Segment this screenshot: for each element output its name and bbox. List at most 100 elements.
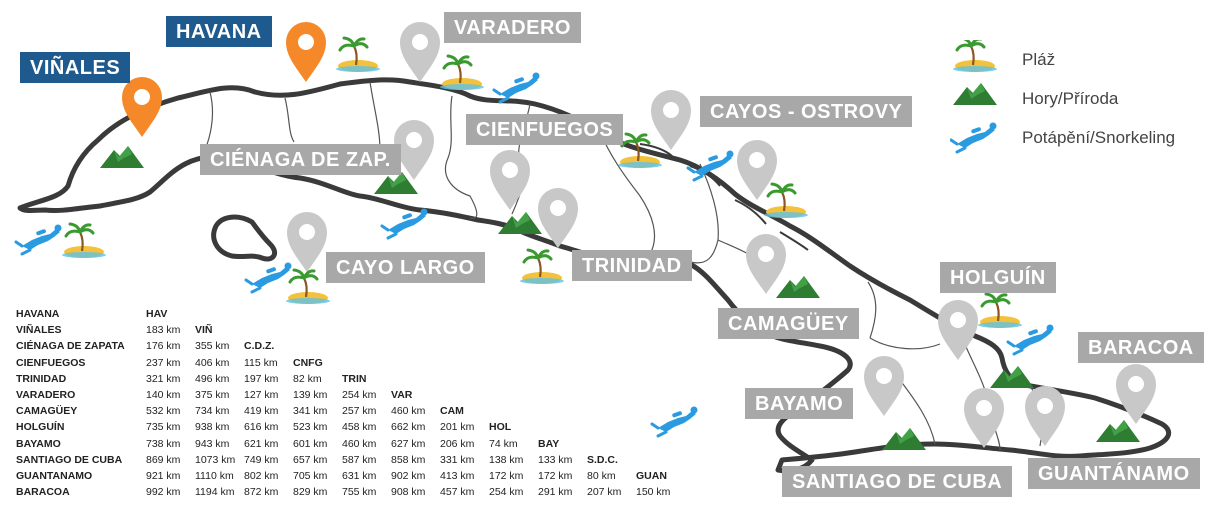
legend-item-beach: Pláž bbox=[950, 40, 1220, 79]
mountain-icon bbox=[990, 366, 1034, 388]
distance-cell: 992 km bbox=[146, 486, 181, 499]
distance-abbr: S.D.C. bbox=[587, 453, 618, 466]
distance-row-city: BARACOA bbox=[16, 486, 70, 499]
pin-vinales[interactable] bbox=[122, 77, 162, 137]
distance-abbr: CAM bbox=[440, 405, 464, 418]
pin-camaguey[interactable] bbox=[746, 234, 786, 294]
distance-cell: 172 km bbox=[489, 469, 524, 482]
beach-icon bbox=[976, 292, 1024, 330]
distance-cell: 460 km bbox=[342, 437, 377, 450]
city-label-cienfuegos[interactable]: CIENFUEGOS bbox=[466, 114, 624, 145]
mountain-icon bbox=[953, 83, 997, 105]
city-label-bayamo[interactable]: BAYAMO bbox=[745, 388, 854, 419]
distance-cell: 601 km bbox=[293, 437, 328, 450]
distance-cell: 413 km bbox=[440, 469, 475, 482]
distance-cell: 419 km bbox=[244, 405, 279, 418]
city-label-vinales[interactable]: VIÑALES bbox=[20, 52, 131, 83]
distance-cell: 201 km bbox=[440, 421, 475, 434]
city-label-camaguey[interactable]: CAMAGÜEY bbox=[718, 308, 859, 339]
diver-icon bbox=[492, 71, 541, 104]
beach-icon bbox=[518, 248, 566, 286]
pin-bayamo[interactable] bbox=[864, 356, 904, 416]
distance-cell: 738 km bbox=[146, 437, 181, 450]
distance-cell: 291 km bbox=[538, 486, 573, 499]
distance-cell: 206 km bbox=[440, 437, 475, 450]
distance-row-city: HAVANA bbox=[16, 308, 60, 321]
mountain-icon bbox=[100, 146, 144, 168]
city-label-guantanamo[interactable]: GUANTÁNAMO bbox=[1028, 458, 1200, 489]
isla-juventud-outline bbox=[211, 214, 277, 262]
pin-havana[interactable] bbox=[286, 22, 326, 82]
distance-row-city: TRINIDAD bbox=[16, 372, 67, 385]
distance-cell: 1110 km bbox=[195, 469, 234, 482]
distance-cell: 257 km bbox=[342, 405, 377, 418]
distance-cell: 1073 km bbox=[195, 453, 236, 466]
distance-cell: 496 km bbox=[195, 372, 230, 385]
distance-cell: 662 km bbox=[391, 421, 426, 434]
city-label-holguin[interactable]: HOLGUÍN bbox=[940, 262, 1056, 293]
pin-guantanamo[interactable] bbox=[1025, 386, 1065, 446]
beach-icon bbox=[762, 182, 810, 220]
pin-holguin[interactable] bbox=[938, 300, 978, 360]
mountain-icon bbox=[1096, 420, 1140, 442]
city-label-cayo-largo[interactable]: CAYO LARGO bbox=[326, 252, 485, 283]
distance-abbr: CNFG bbox=[293, 356, 323, 369]
distance-cell: 802 km bbox=[244, 469, 279, 482]
distance-row-city: BAYAMO bbox=[16, 437, 61, 450]
city-label-cayos[interactable]: CAYOS - OSTROVY bbox=[700, 96, 913, 127]
distance-row-city: CIÉNAGA DE ZAPATA bbox=[16, 340, 125, 353]
mountain-icon bbox=[776, 276, 820, 298]
city-label-havana[interactable]: HAVANA bbox=[166, 16, 272, 47]
distance-cell: 621 km bbox=[244, 437, 279, 450]
distance-row-city: CIENFUEGOS bbox=[16, 356, 86, 369]
distance-cell: 749 km bbox=[244, 453, 279, 466]
distance-cell: 127 km bbox=[244, 389, 279, 402]
pin-cayo-largo[interactable] bbox=[287, 212, 327, 272]
beach-icon bbox=[438, 54, 486, 92]
pin-baracoa[interactable] bbox=[1116, 364, 1156, 424]
distance-cell: 858 km bbox=[391, 453, 426, 466]
distance-row-city: VIÑALES bbox=[16, 324, 62, 337]
pin-cienfuegos[interactable] bbox=[490, 150, 530, 210]
map-legend: Pláž Hory/Příroda Potápění/Snorkeling bbox=[950, 40, 1220, 157]
distance-cell: 457 km bbox=[440, 486, 475, 499]
distance-cell: 133 km bbox=[538, 453, 573, 466]
city-label-cienaga[interactable]: CIÉNAGA DE ZAP. bbox=[200, 144, 401, 175]
distance-cell: 406 km bbox=[195, 356, 230, 369]
pin-varadero[interactable] bbox=[400, 22, 440, 82]
distance-cell: 657 km bbox=[293, 453, 328, 466]
distance-cell: 829 km bbox=[293, 486, 328, 499]
distance-cell: 523 km bbox=[293, 421, 328, 434]
distance-row-city: GUANTANAMO bbox=[16, 469, 93, 482]
diver-icon bbox=[14, 223, 63, 256]
distance-cell: 139 km bbox=[293, 389, 328, 402]
distance-cell: 341 km bbox=[293, 405, 328, 418]
distance-cell: 921 km bbox=[146, 469, 181, 482]
city-label-santiago[interactable]: SANTIAGO DE CUBA bbox=[782, 466, 1013, 497]
distance-cell: 1194 km bbox=[195, 486, 235, 499]
diver-icon bbox=[1006, 323, 1055, 356]
distance-cell: 705 km bbox=[293, 469, 328, 482]
distance-cell: 460 km bbox=[391, 405, 426, 418]
distance-cell: 616 km bbox=[244, 421, 279, 434]
distance-cell: 355 km bbox=[195, 340, 230, 353]
legend-label: Potápění/Snorkeling bbox=[1022, 128, 1176, 147]
distance-abbr: VAR bbox=[391, 389, 413, 402]
pin-cayos[interactable] bbox=[651, 90, 691, 150]
distance-cell: 908 km bbox=[391, 486, 426, 499]
city-label-trinidad[interactable]: TRINIDAD bbox=[572, 250, 692, 281]
distance-cell: 627 km bbox=[391, 437, 426, 450]
distance-cell: 943 km bbox=[195, 437, 230, 450]
distance-abbr: HOL bbox=[489, 421, 512, 434]
city-label-baracoa[interactable]: BARACOA bbox=[1078, 332, 1204, 363]
city-label-varadero[interactable]: VARADERO bbox=[444, 12, 581, 43]
distance-row-city: HOLGUÍN bbox=[16, 421, 65, 434]
